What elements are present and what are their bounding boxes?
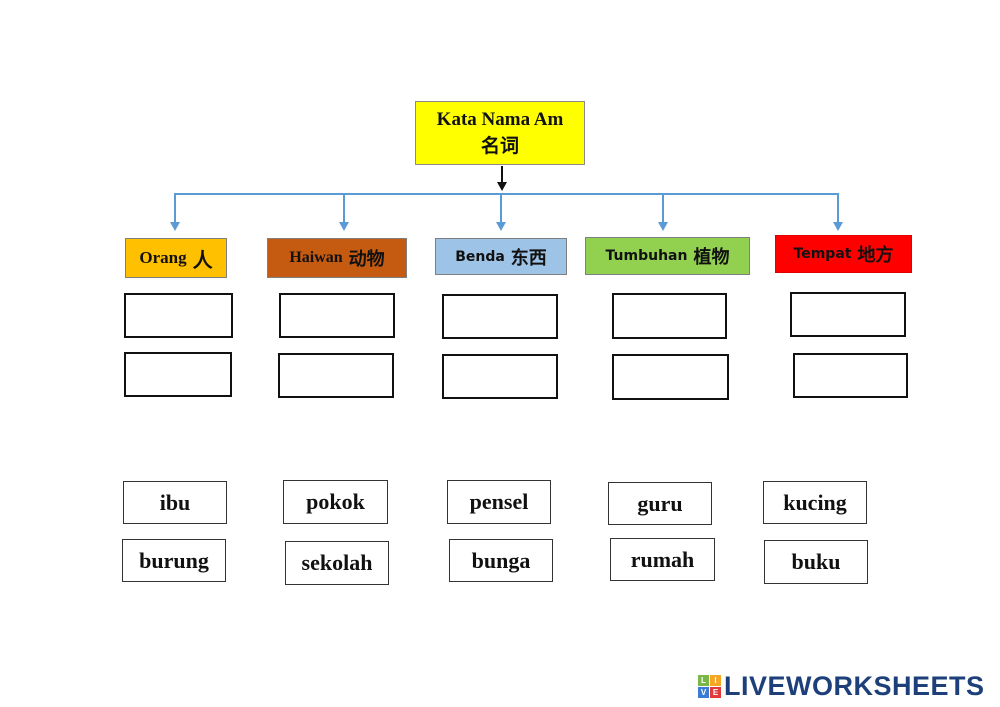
category-tumbuhan: Tumbuhan 植物 xyxy=(585,237,750,275)
word-card-burung[interactable]: burung xyxy=(122,539,226,582)
drop-slot-haiwan-1[interactable] xyxy=(279,293,395,338)
drop-slot-orang-2[interactable] xyxy=(124,352,232,397)
branch-connector xyxy=(175,193,839,195)
category-label-malay: Orang xyxy=(139,248,187,267)
category-label-chinese: 植物 xyxy=(693,247,730,268)
root-title-chinese: 名词 xyxy=(480,135,519,157)
drop-line-tempat xyxy=(837,193,839,223)
drop-slot-haiwan-2[interactable] xyxy=(278,353,394,398)
drop-line-benda xyxy=(500,193,502,223)
drop-slot-orang-1[interactable] xyxy=(124,293,233,338)
logo-block-e: E xyxy=(710,687,721,698)
drop-slot-tempat-2[interactable] xyxy=(793,353,908,398)
arrow-down-icon xyxy=(658,222,668,231)
arrow-down-icon xyxy=(339,222,349,231)
drop-line-tumbuhan xyxy=(662,193,664,223)
drop-slot-benda-2[interactable] xyxy=(442,354,558,399)
word-card-sekolah[interactable]: sekolah xyxy=(285,541,389,585)
word-card-rumah[interactable]: rumah xyxy=(610,538,715,581)
word-card-kucing[interactable]: kucing xyxy=(763,481,867,524)
arrow-down-icon xyxy=(496,222,506,231)
logo-block-i: I xyxy=(710,675,721,686)
category-orang: Orang 人 xyxy=(125,238,227,278)
category-haiwan: Haiwan 动物 xyxy=(267,238,407,278)
category-label-malay: Tempat xyxy=(793,246,852,262)
drop-slot-tempat-1[interactable] xyxy=(790,292,906,337)
root-node-kata-nama-am: Kata Nama Am 名词 xyxy=(415,101,585,165)
arrow-down-icon xyxy=(833,222,843,231)
category-benda: Benda 东西 xyxy=(435,238,567,275)
root-title-malay: Kata Nama Am xyxy=(436,109,564,130)
arrow-down-icon xyxy=(170,222,180,231)
root-connector-line xyxy=(501,166,503,183)
root-arrow-icon xyxy=(497,182,507,191)
liveworksheets-logo: L I V E LIVEWORKSHEETS xyxy=(698,671,985,702)
logo-block-l: L xyxy=(698,675,709,686)
logo-block-v: V xyxy=(698,687,709,698)
drop-line-haiwan xyxy=(343,193,345,223)
category-label-malay: Haiwan xyxy=(289,249,343,266)
drop-line-orang xyxy=(174,193,176,223)
drop-slot-tumbuhan-1[interactable] xyxy=(612,293,727,339)
logo-text: LIVEWORKSHEETS xyxy=(724,671,985,701)
drop-slot-tumbuhan-2[interactable] xyxy=(612,354,729,400)
word-card-pensel[interactable]: pensel xyxy=(447,480,551,524)
category-label-malay: Tumbuhan xyxy=(605,248,688,264)
category-label-chinese: 动物 xyxy=(348,249,385,270)
live-blocks-icon: L I V E xyxy=(698,675,721,698)
word-card-bunga[interactable]: bunga xyxy=(449,539,553,582)
word-card-ibu[interactable]: ibu xyxy=(123,481,227,524)
category-tempat: Tempat 地方 xyxy=(775,235,912,273)
category-label-chinese: 人 xyxy=(192,247,213,272)
category-label-malay: Benda xyxy=(455,248,505,265)
drop-slot-benda-1[interactable] xyxy=(442,294,558,339)
word-card-buku[interactable]: buku xyxy=(764,540,868,584)
word-card-guru[interactable]: guru xyxy=(608,482,712,525)
category-label-chinese: 地方 xyxy=(857,245,894,266)
category-label-chinese: 东西 xyxy=(510,247,547,269)
word-card-pokok[interactable]: pokok xyxy=(283,480,388,524)
